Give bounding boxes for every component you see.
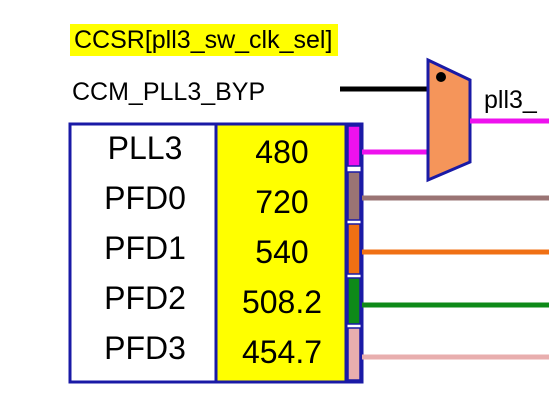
source-name-pll3: PLL3 xyxy=(107,130,183,166)
frequency-value-column xyxy=(214,122,348,384)
source-frequency-pfd2: 508.2 xyxy=(241,284,323,320)
source-name-pfd0: PFD0 xyxy=(104,180,186,216)
pll3-mux xyxy=(426,57,472,183)
color-strip-pll3 xyxy=(347,125,361,167)
source-frequency-pll3: 480 xyxy=(255,134,309,170)
color-strip-pfd0 xyxy=(347,171,361,221)
source-frequency-pfd0: 720 xyxy=(255,184,309,220)
source-name-pfd1: PFD1 xyxy=(104,230,186,266)
source-frequency-pfd3: 454.7 xyxy=(241,334,323,370)
selector-label: CCSR[pll3_sw_clk_sel] xyxy=(70,24,339,56)
mux-output-label: pll3_ xyxy=(484,86,537,114)
source-name-pfd2: PFD2 xyxy=(104,280,186,316)
mux-select-dot xyxy=(436,72,446,82)
source-name-pfd3: PFD3 xyxy=(104,330,186,366)
source-frequency-pfd1: 540 xyxy=(255,234,309,270)
bypass-label: CCM_PLL3_BYP xyxy=(72,78,266,106)
color-strip-pfd3 xyxy=(347,327,361,381)
color-strip-pfd1 xyxy=(347,223,361,275)
color-strip-pfd2 xyxy=(347,277,361,325)
